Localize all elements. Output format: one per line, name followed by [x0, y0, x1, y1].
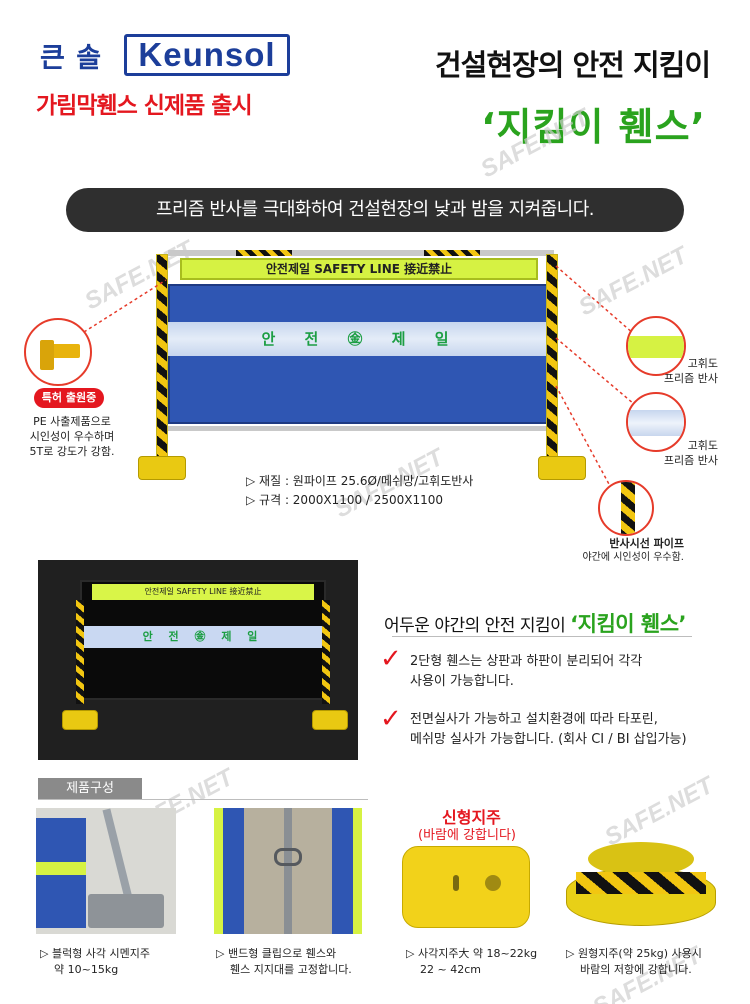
spec-size: ▷ 규격 : 2000X1100 / 2500X1100 [246, 493, 444, 507]
patent-line: PE 사출제품으로 [33, 415, 111, 428]
product-caption-1: ▷ 블럭형 사각 시멘지주 약 10~15kg [40, 946, 150, 978]
product-title: ‘지킴이 휀스’ [481, 105, 706, 149]
prism-label-line: 고휘도 [687, 357, 718, 370]
hazard-stripe [236, 250, 292, 256]
night-heading-prefix: 어두운 야간의 안전 지킴이 [384, 616, 566, 636]
fence-top-rail [168, 250, 554, 256]
release-text: 가림막휀스 신제품 출시 [36, 93, 253, 119]
night-heading: 어두운 야간의 안전 지킴이 ‘지킴이 휀스’ [384, 608, 687, 638]
pipe-description: 야간에 시인성이 우수함. [582, 552, 684, 563]
feature-line: 메쉬망 실사가 가능합니다. (회사 CI / BI 삽입가능) [410, 732, 687, 747]
night-post-right [322, 600, 330, 704]
feature-1: 2단형 휀스는 상판과 하판이 분리되어 각각 사용이 가능합니다. [410, 652, 642, 692]
caption-line: 22 ~ 42cm [420, 963, 481, 976]
corner-cap-callout [24, 318, 92, 386]
night-reflective-band: 안 전 ㊎ 제 일 [84, 626, 322, 648]
callout-line-pipe [555, 385, 611, 487]
section-divider [38, 799, 368, 800]
product-caption-2: ▷ 밴드형 클립으로 휀스와 휀스 지지대를 고정합니다. [216, 946, 352, 978]
feature-line: 사용이 가능합니다. [410, 674, 514, 689]
product-photo-square-base [402, 846, 530, 928]
page-title: 건설현장의 안전 지킴이 [435, 48, 711, 82]
callout-line-prism1 [555, 265, 635, 335]
patent-line: 시인성이 우수하며 [29, 430, 115, 443]
callout-lines [83, 265, 635, 487]
check-icon: ✓ [380, 644, 402, 674]
tagline-banner: 프리즘 반사를 극대화하여 건설현장의 낮과 밤을 지켜줍니다. [66, 188, 684, 232]
feature-2: 전면실사가 가능하고 설치환경에 따라 타포린, 메쉬망 실사가 가능합니다. … [410, 710, 687, 750]
callout-line-prism2 [555, 337, 635, 405]
section-tab: 제품구성 [38, 778, 142, 800]
night-divider [392, 636, 692, 637]
watermark: SAFE.NET [600, 771, 718, 852]
caption-line: 바람의 저항에 강합니다. [580, 963, 692, 976]
night-post-left [76, 600, 84, 704]
callout-line-left [83, 279, 167, 333]
fence-sign: 안전제일 SAFETY LINE 接近禁止 [180, 258, 538, 280]
feature-line: 전면실사가 가능하고 설치환경에 따라 타포린, [410, 712, 658, 727]
fence-foot-left [138, 456, 186, 480]
prism-callout-2 [626, 392, 686, 452]
pipe-callout [598, 480, 654, 536]
hazard-stripe [424, 250, 480, 256]
caption-line: ▷ 밴드형 클립으로 휀스와 [216, 947, 337, 960]
product-photo-block-base [36, 808, 176, 934]
prism-label-2: 고휘도 프리즘 반사 [626, 438, 718, 468]
prism-label-1: 고휘도 프리즘 반사 [626, 356, 718, 386]
night-foot-right [312, 710, 348, 730]
caption-line: 휀스 지지대를 고정합니다. [230, 963, 352, 976]
night-fence-sign: 안전제일 SAFETY LINE 接近禁止 [92, 584, 314, 600]
brand-logo: Keunsol [124, 34, 290, 76]
caption-line: ▷ 사각지주大 약 18~22kg [406, 947, 538, 960]
patent-line: 5T로 강도가 강함. [29, 445, 115, 458]
caption-line: ▷ 블럭형 사각 시멘지주 [40, 947, 151, 960]
new-base-title: 신형지주 [442, 808, 501, 827]
product-photo-band-clip [214, 808, 362, 934]
night-heading-product: ‘지킴이 휀스’ [570, 612, 687, 636]
fence-foot-right [538, 456, 586, 480]
night-foot-left [62, 710, 98, 730]
feature-line: 2단형 휀스는 상판과 하판이 분리되어 각각 [410, 654, 643, 669]
prism-label-line: 고휘도 [687, 439, 718, 452]
fence-reflective-band: 안 전 ㊎ 제 일 [168, 322, 554, 356]
round-base-top [588, 842, 694, 876]
fence-bottom-rail [168, 426, 554, 431]
product-caption-3: ▷ 사각지주大 약 18~22kg 22 ~ 42cm [406, 946, 537, 978]
prism-label-line: 프리즘 반사 [663, 372, 718, 385]
new-base-subtitle: (바람에 강합니다) [418, 828, 516, 843]
round-base-stripe [576, 872, 706, 894]
patent-description: PE 사출제품으로 시인성이 우수하며 5T로 강도가 강함. [22, 414, 122, 459]
prism-label-line: 프리즘 반사 [663, 454, 718, 467]
brand-korean-name: 큰 솔 [40, 43, 103, 74]
prism-callout-1 [626, 316, 686, 376]
spec-material: ▷ 재질 : 원파이프 25.6Ø/메쉬망/고휘도반사 [246, 474, 474, 488]
caption-line: ▷ 원형지주(약 25kg) 사용시 [566, 947, 702, 960]
caption-line: 약 10~15kg [54, 963, 119, 976]
check-icon: ✓ [380, 704, 402, 734]
product-caption-4: ▷ 원형지주(약 25kg) 사용시 바람의 저항에 강합니다. [566, 946, 702, 978]
pipe-title: 반사시선 파이프 [609, 537, 684, 550]
patent-badge: 특허 출원중 [34, 388, 104, 408]
